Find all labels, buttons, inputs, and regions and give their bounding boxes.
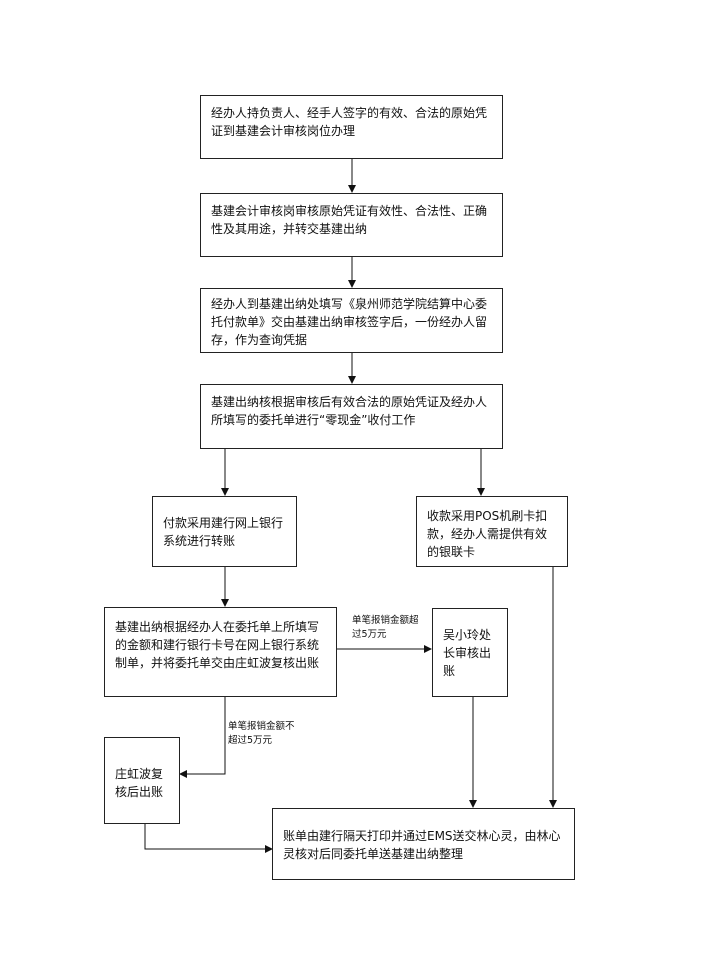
step-zero-cash: 基建出纳核根据审核后有效合法的原始凭证及经办人所填写的委托单进行“零现金”收付工…	[200, 384, 503, 449]
step-cashier-create-order-text: 基建出纳根据经办人在委托单上所填写的金额和建行银行卡号在网上银行系统制单，并将委…	[115, 620, 320, 670]
step-ems-statement-text: 账单由建行隔天打印并通过EMS送交林心灵，由林心灵核对后同委托单送基建出纳整理	[283, 829, 561, 861]
edge-label-under-5w: 单笔报销金额不超过5万元	[228, 721, 295, 746]
step-director-review-text: 吴小玲处长审核出账	[443, 628, 492, 678]
step-fill-payment-form-text: 经办人到基建出纳处填写《泉州师范学院结算中心委托付款单》交由基建出纳审核签字后，…	[211, 297, 488, 347]
step-cashier-create-order: 基建出纳根据经办人在委托单上所填写的金额和建行银行卡号在网上银行系统制单，并将委…	[104, 607, 337, 697]
step-online-bank-payment-text: 付款采用建行网上银行系统进行转账	[163, 516, 284, 548]
edge-label-over-5w: 单笔报销金额超过5万元	[352, 615, 419, 640]
edge-n9-n10	[144, 824, 273, 853]
step-recheck-post: 庄虹波复核后出账	[104, 737, 180, 824]
step-director-review: 吴小玲处长审核出账	[432, 608, 508, 697]
edge-n7-n9	[179, 697, 226, 778]
step-ems-statement: 账单由建行隔天打印并通过EMS送交林心灵，由林心灵核对后同委托单送基建出纳整理	[272, 808, 575, 880]
step-submit-voucher: 经办人持负责人、经手人签字的有效、合法的原始凭证到基建会计审核岗位办理	[200, 95, 503, 159]
step-submit-voucher-text: 经办人持负责人、经手人签字的有效、合法的原始凭证到基建会计审核岗位办理	[211, 106, 488, 138]
step-recheck-post-text: 庄虹波复核后出账	[115, 767, 164, 799]
step-online-bank-payment: 付款采用建行网上银行系统进行转账	[152, 496, 297, 567]
step-pos-collection-text: 收款采用POS机刷卡扣款，经办人需提供有效的银联卡	[427, 509, 548, 559]
step-fill-payment-form: 经办人到基建出纳处填写《泉州师范学院结算中心委托付款单》交由基建出纳审核签字后，…	[200, 288, 503, 353]
step-accountant-review-text: 基建会计审核岗审核原始凭证有效性、合法性、正确性及其用途，并转交基建出纳	[211, 204, 488, 236]
step-pos-collection: 收款采用POS机刷卡扣款，经办人需提供有效的银联卡	[416, 496, 568, 567]
step-accountant-review: 基建会计审核岗审核原始凭证有效性、合法性、正确性及其用途，并转交基建出纳	[200, 193, 503, 257]
step-zero-cash-text: 基建出纳核根据审核后有效合法的原始凭证及经办人所填写的委托单进行“零现金”收付工…	[211, 395, 488, 427]
